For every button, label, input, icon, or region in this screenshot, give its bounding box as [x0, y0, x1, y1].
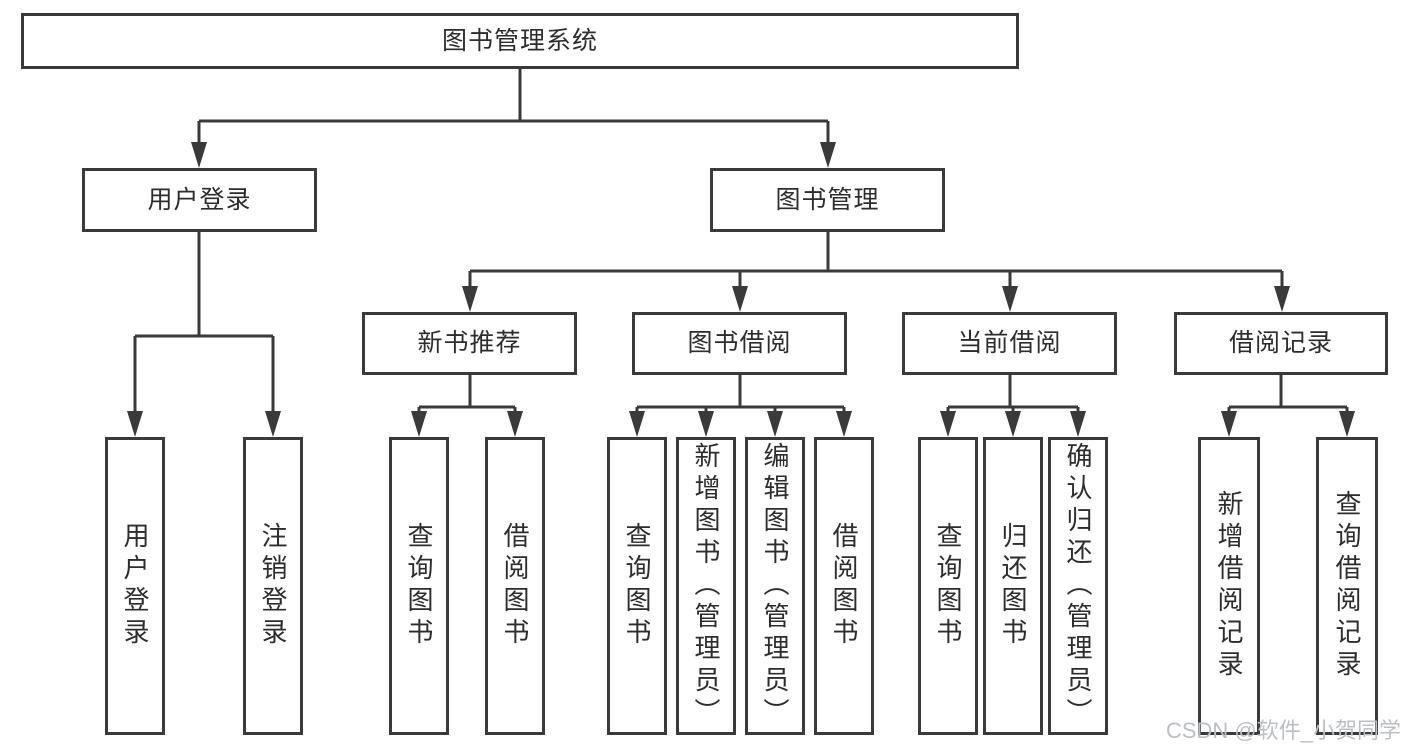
leaf-query-books-recommend-label: 查询图书: [404, 522, 434, 650]
leaf-query-books-borrowing: 查询图书: [607, 437, 667, 735]
csdn-watermark: CSDN @软件_小贺同学: [1165, 717, 1401, 743]
node-book-management-label: 图书管理: [775, 185, 880, 214]
node-current-borrowing: 当前借阅: [902, 312, 1117, 375]
node-borrowing-records: 借阅记录: [1174, 312, 1388, 375]
leaf-query-borrow-record-label: 查询借阅记录: [1332, 490, 1362, 682]
leaf-borrow-books-borrowing: 借阅图书: [814, 437, 874, 735]
leaf-borrow-books-recommend: 借阅图书: [485, 437, 545, 735]
leaf-query-books-recommend: 查询图书: [389, 437, 449, 735]
leaf-borrow-books-borrowing-label: 借阅图书: [829, 522, 859, 650]
node-library-management-system-label: 图书管理系统: [441, 26, 598, 55]
leaf-add-borrow-record: 新增借阅记录: [1198, 437, 1260, 735]
leaf-borrow-books-recommend-label: 借阅图书: [500, 522, 530, 650]
leaf-logout: 注销登录: [243, 437, 303, 735]
node-user-login: 用户登录: [82, 168, 317, 232]
node-current-borrowing-label: 当前借阅: [957, 329, 1062, 357]
node-book-borrowing-label: 图书借阅: [687, 329, 792, 357]
node-user-login-label: 用户登录: [147, 185, 252, 214]
leaf-return-books: 归还图书: [983, 437, 1043, 735]
node-library-management-system: 图书管理系统: [21, 13, 1019, 69]
leaf-edit-book-admin-label: 编辑图书（管理员）: [760, 442, 790, 730]
leaf-add-book-admin-label: 新增图书（管理员）: [691, 442, 721, 730]
leaf-query-books-current: 查询图书: [918, 437, 978, 735]
leaf-query-borrow-record: 查询借阅记录: [1316, 437, 1378, 735]
leaf-add-book-admin: 新增图书（管理员）: [676, 437, 736, 735]
leaf-logout-label: 注销登录: [258, 522, 288, 650]
node-new-book-recommendation-label: 新书推荐: [417, 329, 522, 357]
leaf-confirm-return-admin: 确认归还（管理员）: [1048, 437, 1108, 735]
leaf-add-borrow-record-label: 新增借阅记录: [1214, 490, 1244, 682]
leaf-confirm-return-admin-label: 确认归还（管理员）: [1063, 442, 1093, 730]
node-book-management: 图书管理: [710, 168, 945, 232]
node-book-borrowing: 图书借阅: [632, 312, 847, 375]
leaf-user-login: 用户登录: [105, 437, 165, 735]
node-new-book-recommendation: 新书推荐: [362, 312, 577, 375]
leaf-query-books-current-label: 查询图书: [933, 522, 963, 650]
leaf-query-books-borrowing-label: 查询图书: [622, 522, 652, 650]
leaf-return-books-label: 归还图书: [998, 522, 1028, 650]
leaf-user-login-label: 用户登录: [120, 522, 150, 650]
node-borrowing-records-label: 借阅记录: [1228, 329, 1333, 357]
leaf-edit-book-admin: 编辑图书（管理员）: [745, 437, 805, 735]
